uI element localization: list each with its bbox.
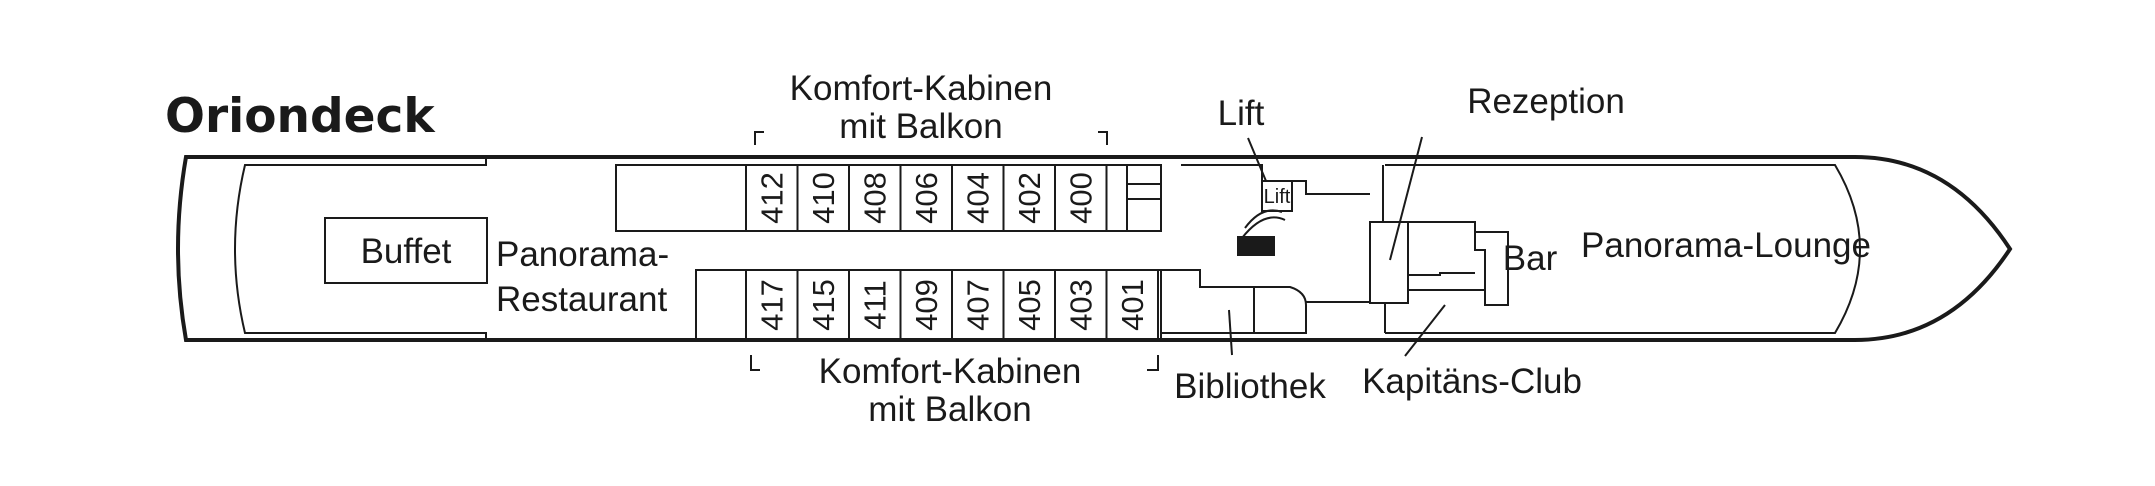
stairs-icon — [1237, 209, 1286, 256]
deck-title: Oriondeck — [165, 89, 436, 144]
top-cabin-block: 412 410 408 406 404 402 400 — [615, 164, 1162, 232]
cabin-number: 417 — [754, 279, 789, 331]
cabin-cell — [1105, 269, 1159, 341]
cabin-number: 408 — [857, 172, 892, 224]
hull-outline — [176, 155, 2013, 342]
cabin-cell — [1054, 164, 1108, 232]
buffet-label: Buffet — [361, 232, 452, 271]
lift-label: Lift — [1218, 94, 1265, 133]
cabin-number: 400 — [1063, 172, 1098, 224]
lift-box-label: Lift — [1264, 186, 1291, 208]
panorama-lounge-label: Panorama-Lounge — [1581, 226, 1871, 265]
top-cabin-cells: 412 410 408 406 404 402 400 — [745, 164, 1108, 232]
rezeption-label: Rezeption — [1467, 82, 1625, 121]
panorama-restaurant-label-line1: Panorama- — [496, 235, 669, 274]
cabin-number: 412 — [754, 172, 789, 224]
cabin-number: 403 — [1063, 279, 1098, 331]
bottom-cabin-cells: 417 415 411 409 407 405 403 401 — [745, 269, 1159, 341]
cabin-number: 415 — [806, 279, 841, 331]
bottom-cabin-block: 417 415 411 409 407 405 403 401 — [695, 269, 1162, 341]
kapitaens-club-label: Kapitäns-Club — [1362, 362, 1582, 401]
komfort-top-label-line2: mit Balkon — [839, 107, 1002, 146]
buffet-box — [324, 217, 488, 284]
bottom-cabin-bracket: Komfort-Kabinen mit Balkon — [750, 352, 1159, 429]
cabin-number: 407 — [960, 279, 995, 331]
komfort-bottom-label-line1: Komfort-Kabinen — [819, 352, 1082, 391]
panorama-restaurant-label-line2: Restaurant — [496, 280, 667, 319]
cabin-number: 404 — [960, 172, 995, 224]
mid-ship-area: Lift Lift Bibliothek — [1161, 94, 1370, 406]
bar-label: Bar — [1503, 239, 1558, 278]
cabin-number: 409 — [909, 279, 944, 331]
bibliothek-label: Bibliothek — [1174, 367, 1326, 406]
komfort-bottom-label-line2: mit Balkon — [868, 390, 1031, 429]
komfort-top-label-line1: Komfort-Kabinen — [790, 69, 1053, 108]
cabin-number: 410 — [806, 172, 841, 224]
cabin-number: 402 — [1012, 172, 1047, 224]
forward-area: Rezeption Bar Panorama-Lounge Kapitäns-C… — [1362, 82, 1871, 401]
top-cabin-bracket: Komfort-Kabinen mit Balkon — [754, 69, 1108, 146]
restaurant-area: Buffet Panorama- Restaurant — [234, 157, 669, 340]
cabin-number: 401 — [1115, 279, 1150, 331]
cabin-number: 405 — [1012, 279, 1047, 331]
cabin-number: 411 — [857, 280, 892, 329]
cabin-number: 406 — [909, 172, 944, 224]
